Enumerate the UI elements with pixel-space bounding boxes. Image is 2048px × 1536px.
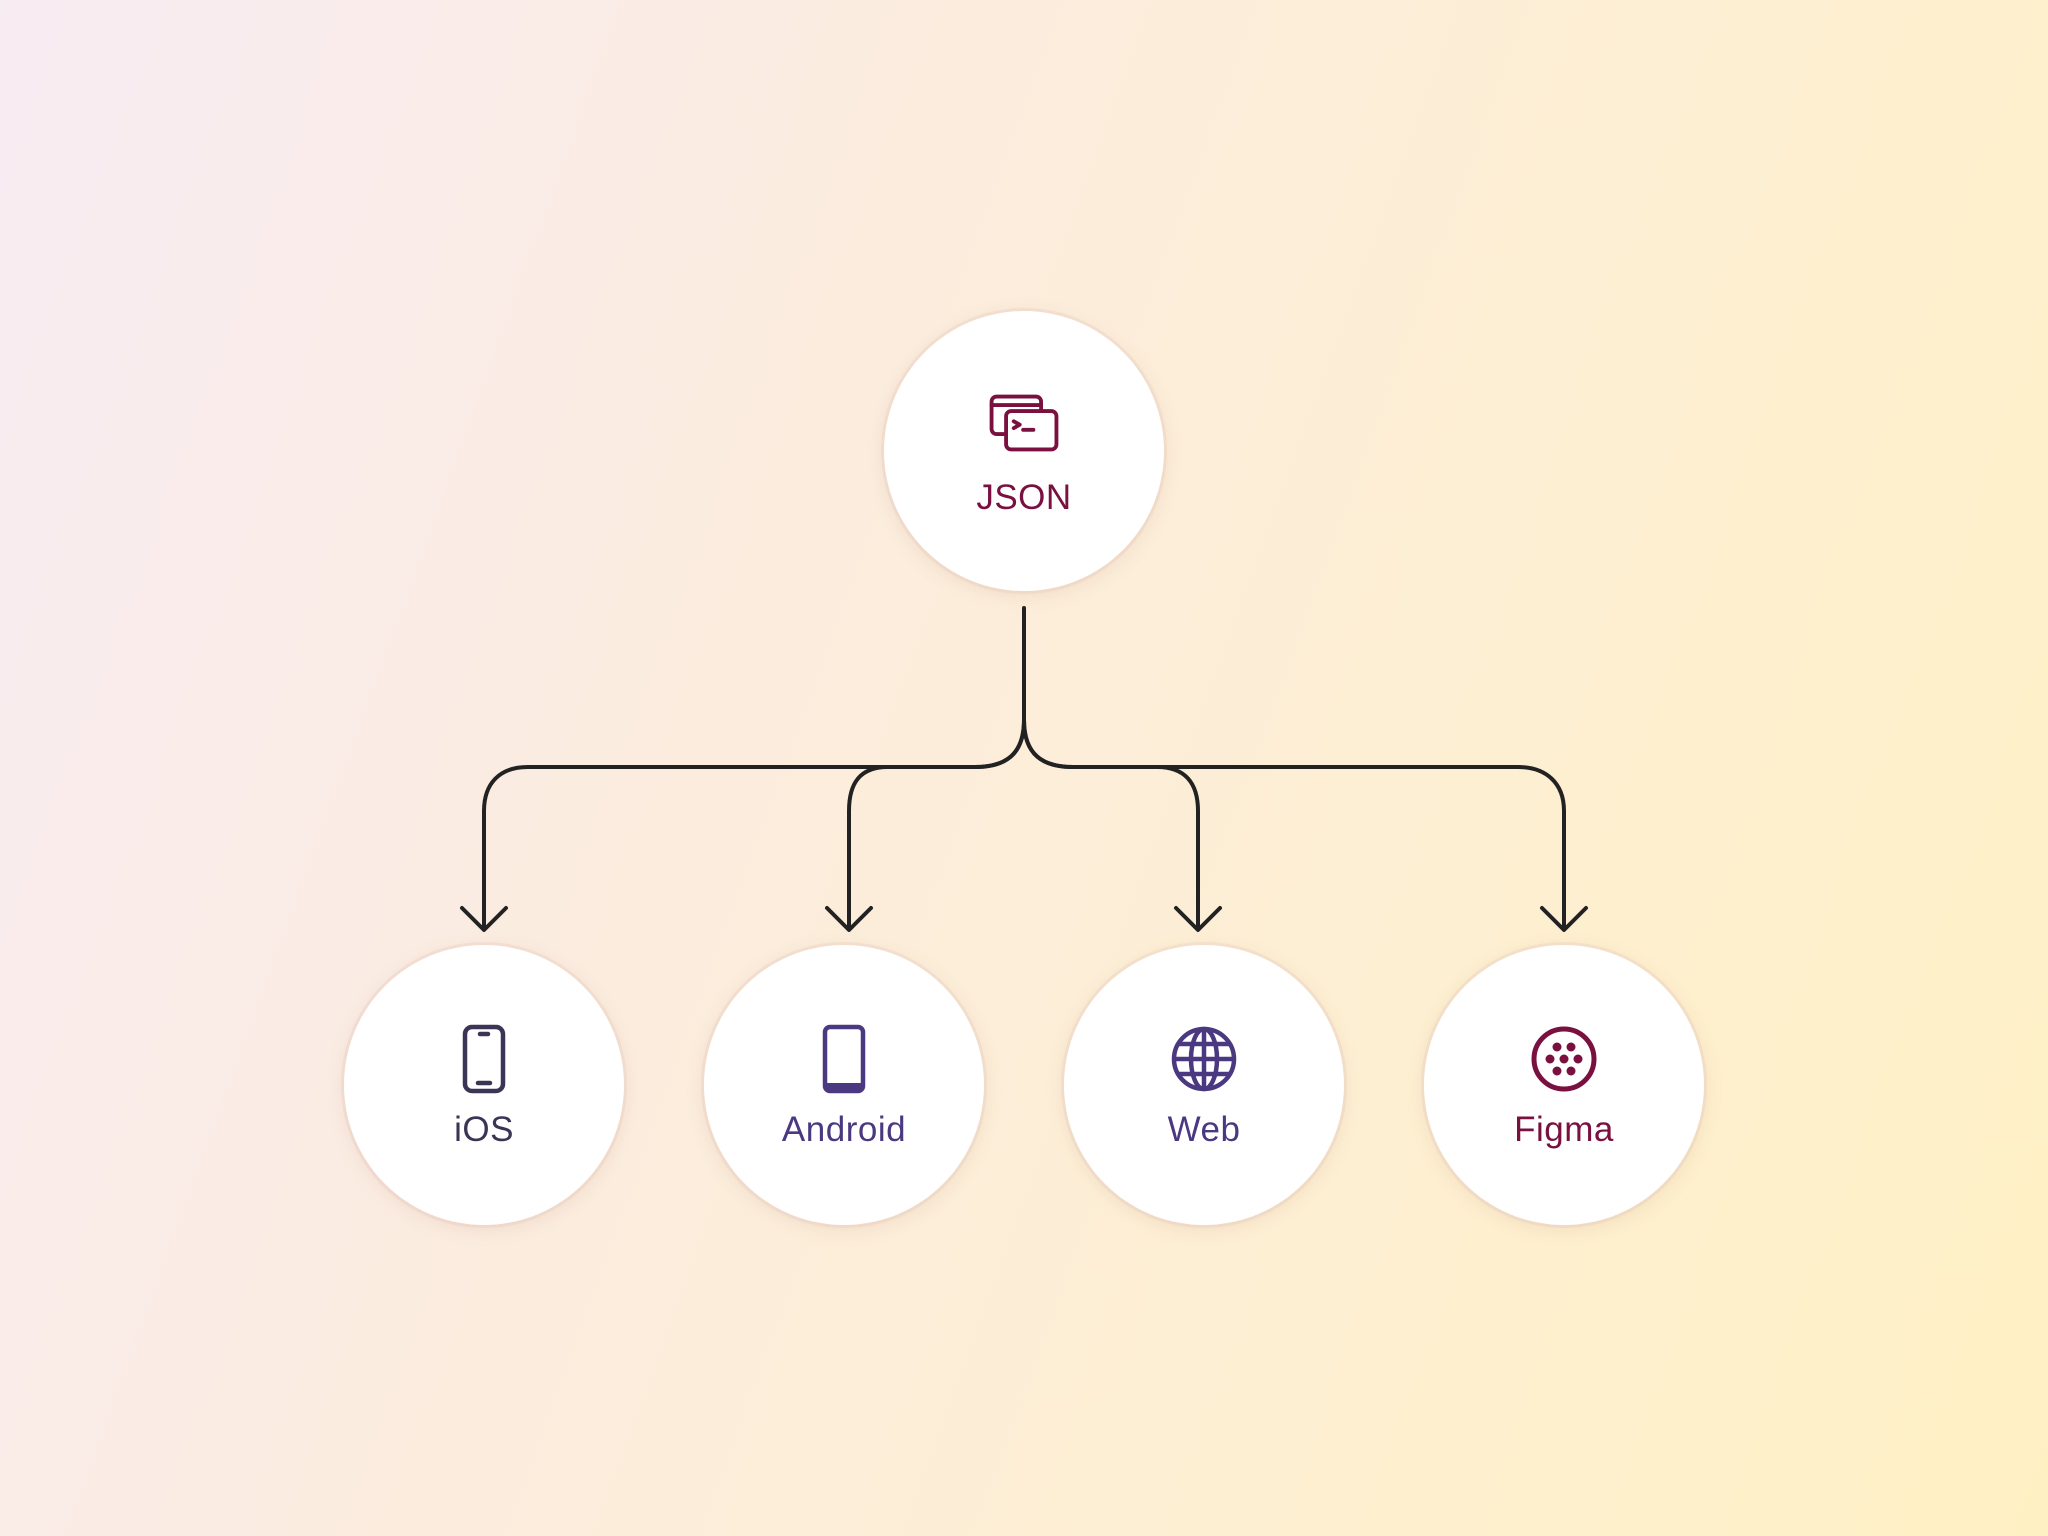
android-label: Android [781,1109,907,1149]
arrowhead-web [1174,906,1222,932]
terminal-windows-icon [989,388,1059,458]
figma-node: Figma [1424,945,1704,1225]
connector-to-web [1022,718,1200,930]
web-label: Web [1167,1109,1241,1149]
ios-node: iOS [344,945,624,1225]
figma-label: Figma [1514,1109,1614,1149]
figma-dots-icon [1529,1024,1599,1094]
json-node: JSON [884,311,1164,591]
connector-to-android [847,718,1026,930]
android-node: Android [704,945,984,1225]
arrowhead-android [825,906,873,932]
android-phone-icon [809,1024,879,1094]
arrowhead-figma [1540,906,1588,932]
web-node: Web [1064,945,1344,1225]
json-label: JSON [976,477,1072,517]
arrowhead-ios [460,906,508,932]
connector-to-ios [482,718,1026,930]
iphone-icon [449,1024,519,1094]
globe-icon [1169,1024,1239,1094]
connector-to-figma [1022,718,1566,930]
ios-label: iOS [454,1109,514,1149]
